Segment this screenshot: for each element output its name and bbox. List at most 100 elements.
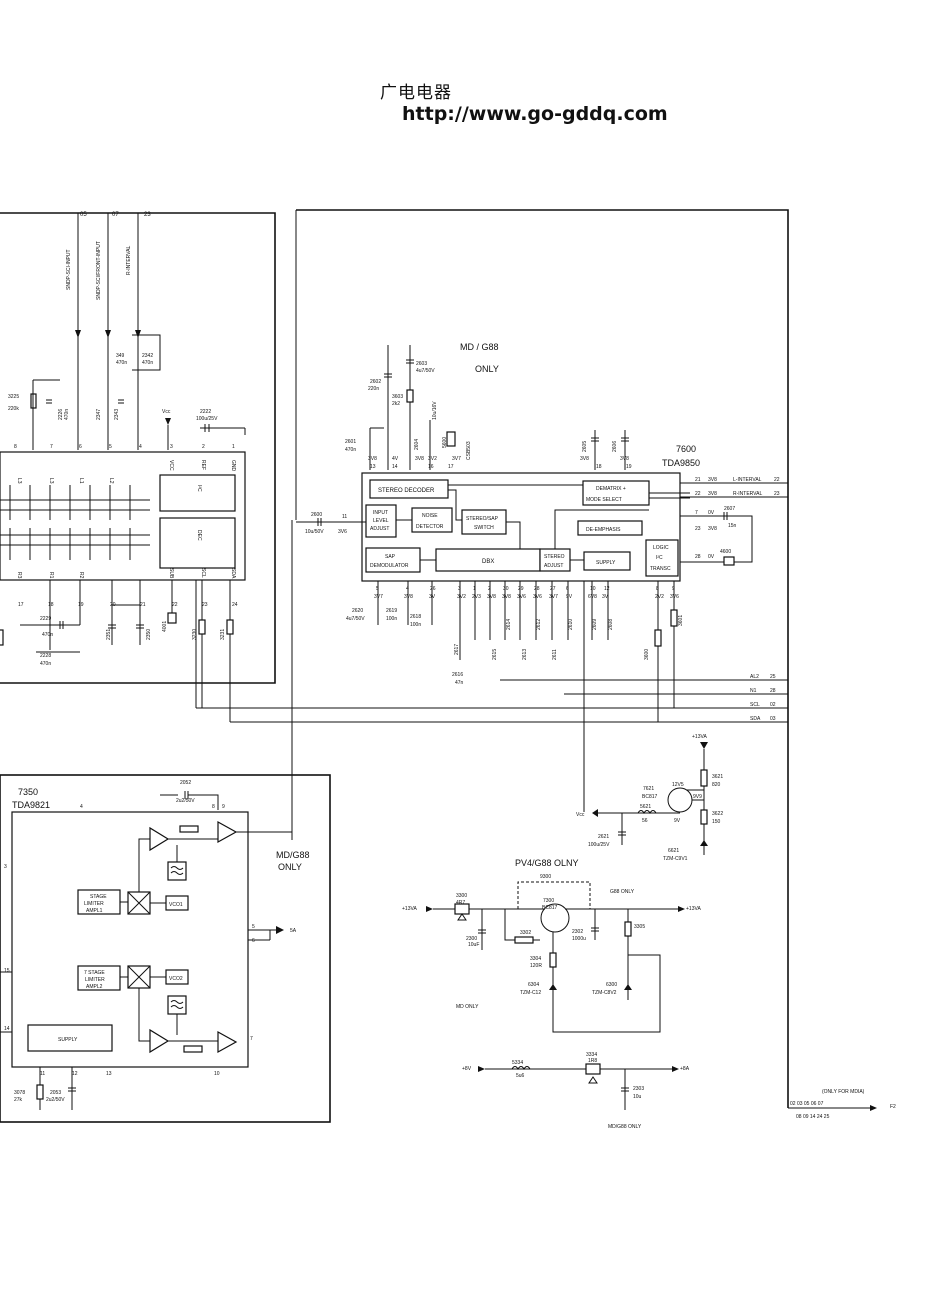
label-tda9821-cap_top-ref: 2052: [180, 780, 191, 786]
label-regulator-coil-value: 56: [642, 818, 648, 824]
label-left_block-bottom_labels-2: R2: [78, 572, 84, 579]
svg-text:DEC: DEC: [196, 530, 202, 541]
block-stereo-decoder: [369, 479, 449, 499]
label-left_block-pin_numbers-1: 7: [50, 444, 53, 450]
label-tda9850-right_pins-2-pin: 7: [695, 510, 698, 516]
label-tda9850-bottom_voltages-1: 3V8: [404, 594, 413, 600]
label-bottom_reg-out_label: +8A: [680, 1066, 690, 1072]
amp-out-1: [217, 820, 238, 844]
label-tda9850-components-17-ref: 2611: [552, 649, 558, 660]
label-regulator-cap-ref: 2621: [598, 834, 609, 840]
label-left_block-bottom_labels-3: SUB: [168, 568, 174, 579]
label-tda9850-components-15-ref: 2613: [522, 649, 528, 660]
res-3304: [549, 952, 557, 968]
label-regulator-res-1-value: 150: [712, 819, 721, 825]
label-tda9850-blocks-logic-0: LOGIC: [653, 545, 669, 551]
label-r-interval: R-INTERVAL: [126, 246, 132, 275]
block-dematrix: [582, 480, 650, 506]
label-tda9850-bottom_voltages-6: 3V8: [502, 594, 511, 600]
label-tda9850-bus_labels-3-name: SDA: [750, 716, 761, 722]
label-tda9850-top_pins-4: 18: [596, 464, 602, 470]
label-tda9850-blocks-stereo_adjust-1: ADJUST: [544, 563, 563, 569]
label-left_block-pin_numbers-6: 2: [202, 444, 205, 450]
svg-text:I²C: I²C: [196, 485, 202, 492]
label-tda9850-components-12-value: 47n: [455, 680, 464, 686]
label-pv4-parts-6-value: TZM-C12: [520, 990, 541, 996]
label-pv4-parts-3-ref: 9300: [540, 874, 551, 880]
label-tda9850-bottom_pins-6: 30: [503, 586, 509, 592]
label-pv4-parts-1-ref: 2300: [466, 936, 477, 942]
label-bottom_reg-coil-value: 5u6: [516, 1073, 525, 1079]
label-tda9850-blocks-logic-2: TRANSC: [650, 566, 671, 572]
label-tda9850-top_pins-5: 19: [626, 464, 632, 470]
label-tda9850-components-22-ref: 3601: [678, 615, 684, 626]
top-pin-23: 23: [144, 212, 151, 218]
header-chinese-title: 广电电器: [380, 83, 452, 103]
label-left_block-bottom_labels-5: SDA: [230, 568, 236, 579]
label-tda9821-pins-11: 12: [72, 1071, 78, 1077]
label-tda9850-right_pins-4-v: 0V: [708, 554, 715, 560]
label-regulator-res-0-value: 820: [712, 782, 721, 788]
label-left_block-bottom_labels-0: R3: [16, 572, 22, 579]
label-tda9850-top_pins-3: 17: [448, 464, 454, 470]
label-tda9850-top_voltages-5: 3V8: [580, 456, 589, 462]
part-4001: [167, 612, 177, 624]
filter-1: [167, 861, 187, 881]
label-tda9821-ref: 7350: [18, 787, 38, 797]
block-deemphasis: [577, 520, 643, 536]
label-tda9850-components-8-value: 4u7/50V: [346, 616, 365, 622]
cap-2350-ref: 2350: [146, 629, 152, 640]
label-tda9850-bus_labels-3-pin: 03: [770, 716, 776, 722]
label-tda9821-out_label: 5A: [290, 928, 297, 934]
label-tda9850-blocks-supply: SUPPLY: [596, 560, 616, 566]
right-pins: 21 3V8 L-INTERVAL 22 22 3V8 R-INTERVAL 2…: [680, 477, 788, 566]
label-tda9821-pins-8: 7: [250, 1036, 253, 1042]
cap-349-val: 470n: [116, 360, 127, 366]
label-left_block-components-13-ref: 3231: [220, 629, 226, 640]
label-tda9850-bus_labels-1-pin: 28: [770, 688, 776, 694]
label-tda9821-pins-6: 15: [4, 968, 10, 974]
label-tda9850-right_pins-1-v: 3V8: [708, 491, 717, 497]
label-tda9821-pins-2: 9: [222, 804, 225, 810]
label-tda9850-blocks-sap_demodulator-1: DEMODULATOR: [370, 563, 409, 569]
label-left_block-bottom_pins-5: 22: [172, 602, 178, 608]
label-tda9850-components-1-ref: 2602: [370, 379, 381, 385]
label-tda9850-top_pins-0: 13: [370, 464, 376, 470]
label-left_block-bottom_labels-4: SCL: [200, 568, 206, 578]
label-regulator-cap-value: 100u/25V: [588, 842, 610, 848]
label-left_block-pin_numbers-7: 1: [232, 444, 235, 450]
label-tda9821-blocks-stage2-2: AMPL2: [86, 984, 103, 990]
label-tda9850-right_pins-3-v: 3V8: [708, 526, 717, 532]
label-tda9850-right_pins-0-conn: 22: [774, 477, 780, 483]
block-logic: [645, 539, 679, 577]
label-tda9850-blocks-noise_detector-1: DETECTOR: [416, 524, 444, 530]
block-supply: [583, 551, 631, 571]
xtal-5600: [446, 431, 456, 447]
cap-2347-ref: 2347: [96, 409, 102, 420]
label-tda9850-components-19-ref: 2609: [592, 619, 598, 630]
fuse-3334: [585, 1063, 601, 1075]
label-left_block-pin_numbers-5: 3: [170, 444, 173, 450]
right-frame: [296, 209, 789, 1108]
label-bottom_reg-fuse-ref: 3334: [586, 1052, 597, 1058]
cap-2226-ref: 2226: [58, 409, 64, 420]
label-tda9850-blocks-stereo_decoder: STEREO DECODER: [378, 488, 435, 494]
switch-matrix: [0, 485, 150, 560]
label-tda9850-bottom_voltages-7: 3V6: [517, 594, 526, 600]
label-pv4-parts-1-value: 10uF: [468, 942, 479, 948]
part-4600: [723, 556, 735, 566]
label-tda9850-components-10-value: 100n: [410, 622, 421, 628]
label-left_block-bottom_pins-1: 18: [48, 602, 54, 608]
res-3603: [406, 389, 414, 403]
label-tda9850-bottom_voltages-12: 3V: [602, 594, 609, 600]
label-pv4-parts-5-value: 120R: [530, 963, 542, 969]
label-bottom_reg-note: MD/G88 ONLY: [608, 1124, 642, 1130]
label-pv4-in_label: +13VA: [402, 906, 417, 912]
label-tda9850-components-14-ref: 2614: [506, 619, 512, 630]
block-input-level: [365, 504, 397, 538]
label-left_block-bottom_pins-2: 19: [78, 602, 84, 608]
label-tda9850-right_pins-0-v: 3V8: [708, 477, 717, 483]
label-tda9821-blocks-stage2-1: LIMITER: [85, 977, 105, 983]
cap-2343-ref: 2343: [114, 409, 120, 420]
label-left_block-pin_numbers-0: 8: [14, 444, 17, 450]
